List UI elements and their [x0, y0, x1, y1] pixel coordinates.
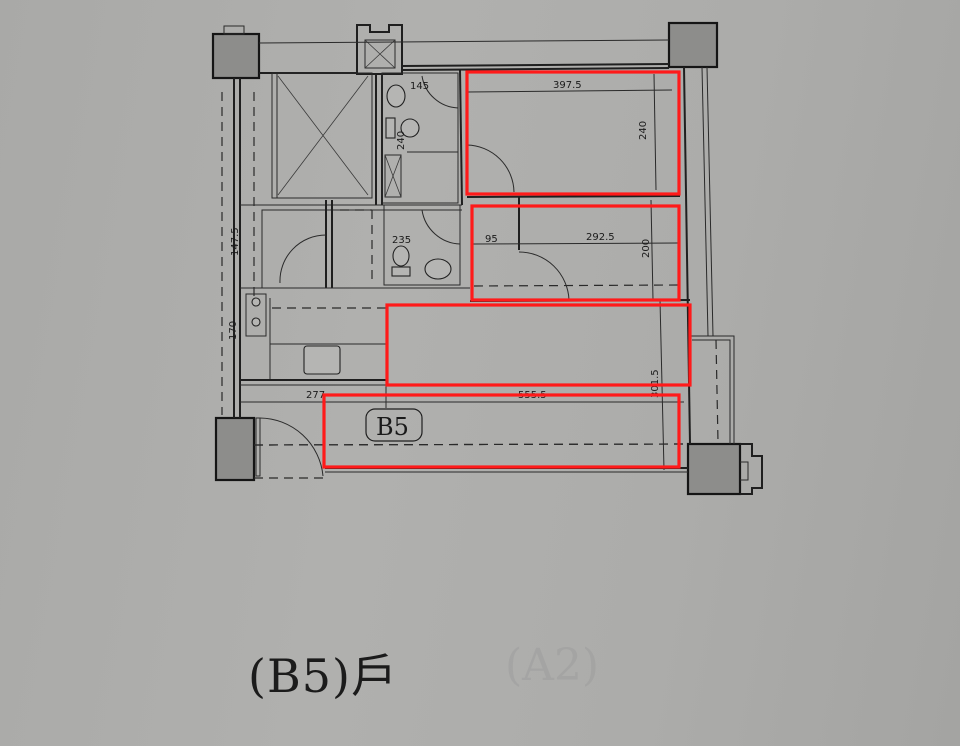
unit-tag: B5: [365, 408, 423, 442]
kitchen: 170: [228, 287, 470, 386]
shaft-top: [356, 24, 403, 75]
dim-bedroom2-offset: 95: [485, 234, 498, 245]
door-swing-left-room: [279, 234, 327, 284]
bathroom-top: 145 240: [381, 69, 463, 206]
door-swing-bath-top: [421, 75, 459, 109]
dim-line-bedroom2-v: [650, 199, 654, 301]
toilet-icon-2: [392, 245, 410, 267]
top-wall-right-inner: [401, 67, 670, 71]
shaft-outline: [356, 24, 403, 75]
left-room: 147.5: [230, 200, 373, 289]
toilet-icon: [400, 118, 420, 138]
dim-bedroom1-width: 397.5: [553, 80, 582, 91]
column-bottom-right: [686, 442, 742, 496]
shower-x2: [384, 154, 402, 198]
sink-icon-2: [424, 258, 452, 280]
living-room: 277 555.5 301.5: [240, 299, 685, 477]
bath-top-outline: [381, 72, 459, 204]
shaft-x2: [364, 39, 396, 69]
red-box-bedroom-1: [465, 70, 681, 196]
shaft-box: [364, 39, 396, 69]
shower-box: [384, 154, 402, 198]
dim-line-bedroom2: [471, 242, 679, 245]
dim-line-bedroom1-v: [653, 73, 657, 191]
left-room-box: [261, 209, 327, 289]
bathroom-bottom: 235: [383, 204, 461, 286]
door-swing-bedroom1: [466, 144, 515, 193]
dim-bath-top-depth: 240: [396, 131, 407, 150]
dim-kitchen-depth: 170: [228, 321, 239, 340]
unit-caption: (B5)戶: [248, 649, 398, 703]
door-swing-entry: [259, 417, 324, 477]
dim-bath-bottom-depth: 235: [392, 235, 411, 246]
column-step-inner: [740, 461, 749, 481]
kitchen-sink-icon: [303, 345, 341, 375]
stove-box: [245, 293, 267, 337]
red-box-bedroom-2: [470, 204, 681, 302]
balcony-right-dash: [715, 339, 719, 443]
dim-bedroom2-depth: 200: [641, 239, 652, 258]
void-box: [271, 72, 373, 199]
entry-door-leaf: [255, 417, 261, 477]
column-top-right: [667, 21, 719, 69]
top-ref-line: [258, 39, 670, 44]
door-swing-bedroom2: [518, 251, 570, 301]
balcony-right-inner: [692, 339, 731, 444]
balcony-right-outer: [690, 335, 735, 444]
dim-bedroom1-depth: 240: [638, 121, 649, 140]
right-wall-line-1: [701, 66, 709, 337]
burner-icon-2: [251, 317, 261, 327]
top-wall-right: [401, 63, 670, 67]
bedroom1-bottom-wall: [466, 195, 681, 198]
toilet-tank-icon: [385, 117, 396, 139]
void-x2: [277, 75, 369, 196]
sink-icon: [386, 84, 406, 108]
unit-tag-label: B5: [376, 413, 409, 441]
door-swing-bath-bottom: [421, 209, 461, 245]
dim-line-bedroom1: [466, 89, 673, 93]
dim-bath-top-width: 145: [410, 81, 429, 92]
column-step-detail: [740, 443, 763, 495]
bath-bottom-outline: [383, 204, 461, 286]
bath-top-right-wall: [459, 69, 463, 206]
outer-walls: [221, 39, 735, 479]
stair-void: [271, 72, 383, 205]
toilet-base-icon: [391, 266, 411, 277]
living-dash: [253, 443, 685, 446]
burner-icon-1: [251, 297, 261, 307]
red-box-living-upper: [385, 303, 692, 387]
right-wall-outer: [683, 66, 691, 445]
dim-left-room-depth: 147.5: [230, 227, 241, 256]
dim-entry-width: 277: [306, 390, 325, 401]
bedroom-1: 397.5 240: [466, 73, 681, 250]
column-cap: [223, 25, 245, 35]
unit-tag-box: [365, 408, 423, 442]
bedroom2-dash: [473, 284, 679, 287]
red-box-living-lower: [322, 393, 681, 469]
column-bottom-left: [214, 416, 256, 482]
bleed-through-text: (A2): [505, 640, 600, 691]
right-wall-line-2: [706, 66, 714, 337]
column-top-left: [211, 32, 261, 80]
red-annotations: [322, 70, 692, 469]
bedroom-2: 95 292.5 200: [469, 199, 691, 302]
dim-bedroom2-width: 292.5: [586, 232, 615, 243]
